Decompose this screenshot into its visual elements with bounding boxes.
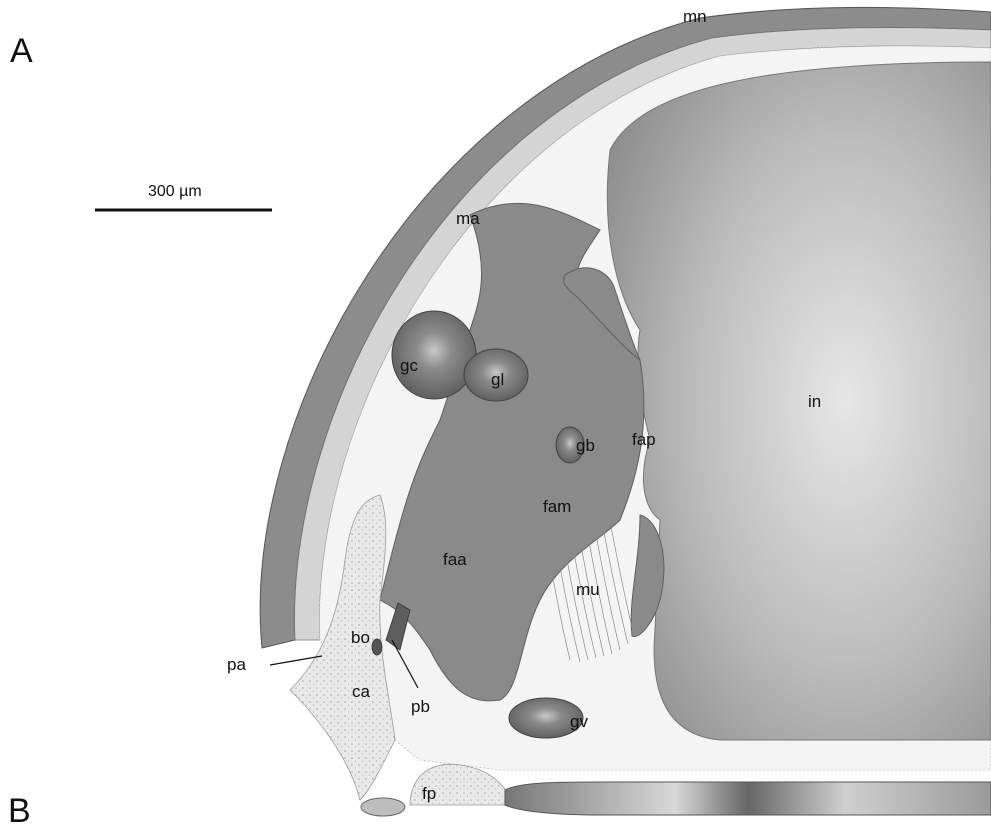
scale-bar-label: 300 µm [148,183,202,200]
label-ma: ma [456,209,480,228]
panel-letter-b: B [8,792,31,824]
label-gb: gb [576,436,595,455]
label-mn: mn [683,7,707,26]
label-pa: pa [227,655,246,674]
rod-end [360,797,406,817]
leader-pb [391,639,419,689]
label-in: in [808,392,821,411]
ventral-rod [504,781,991,816]
label-bo: bo [351,628,370,647]
tissue-hook [630,514,665,637]
ganglion-gc [391,310,477,400]
label-pb: pb [411,697,430,716]
label-ca: ca [352,682,371,701]
cartilage-ca [289,494,396,801]
label-mu: mu [576,580,600,599]
label-gc: gc [400,356,418,375]
ganglion-gv [508,697,584,739]
tissue-lobe [563,267,641,361]
ganglion-gl [463,348,529,402]
label-gv: gv [570,712,588,731]
muscle-fibers [517,328,635,663]
intestine [606,61,991,741]
leader-pa [269,655,323,666]
label-faa: faa [443,550,467,569]
panel-letter-a: A [10,32,33,70]
ganglion-gb [555,426,585,464]
label-fp: fp [422,784,436,803]
organ-bo [371,638,383,656]
label-fam: fam [543,497,571,516]
label-fap: fap [632,430,656,449]
label-gl: gl [491,370,504,389]
